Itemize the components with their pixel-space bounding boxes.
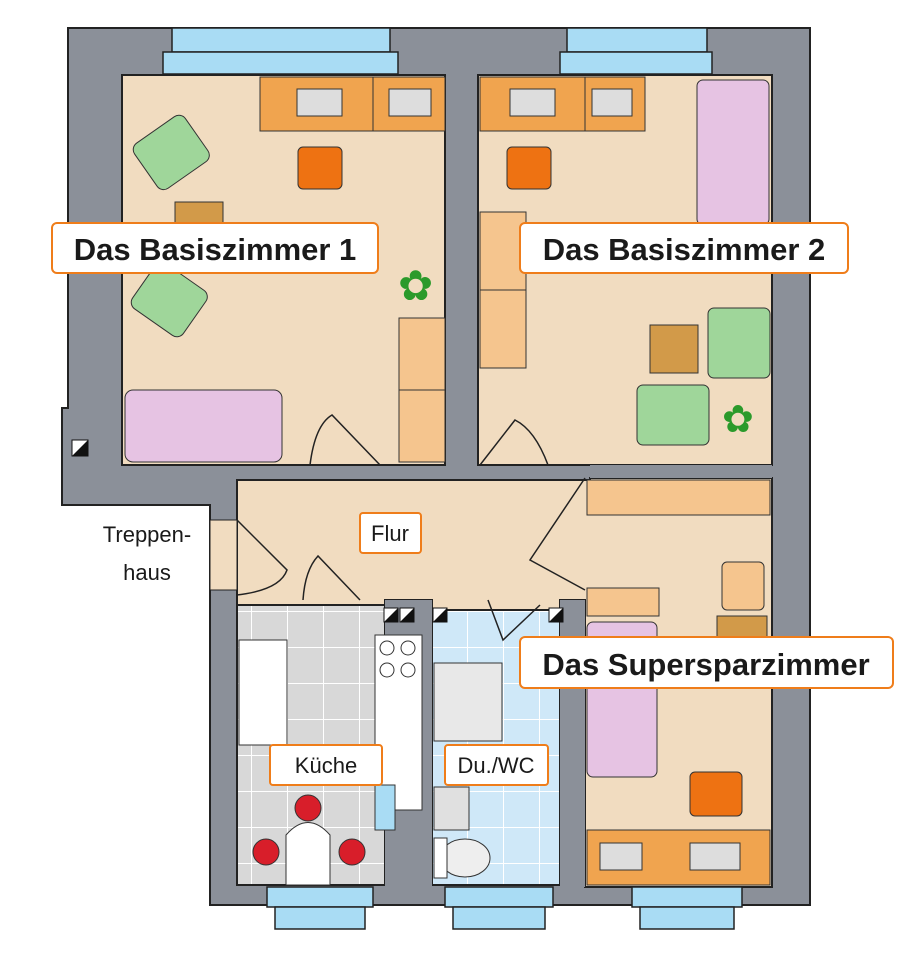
plant-icon: ✿ — [398, 264, 433, 310]
hall-divider-wall — [590, 465, 772, 478]
bathroom-fixtures — [433, 662, 503, 879]
room-2-furniture — [479, 76, 771, 446]
door-swings — [236, 414, 586, 642]
plant-icon: ✿ — [722, 399, 754, 441]
vent-icons — [71, 439, 564, 623]
room-2-name: Das Basiszimmer 2 — [543, 232, 826, 267]
label-room-1: Das Basiszimmer 1 — [51, 222, 379, 274]
label-bathroom: Du./WC — [444, 744, 549, 786]
kitchen-furniture — [238, 634, 423, 886]
stairs-label-line-2: haus — [123, 560, 171, 585]
entrance-door[interactable] — [209, 519, 238, 591]
room-1-name: Das Basiszimmer 1 — [74, 232, 357, 267]
room-1-furniture — [124, 76, 446, 463]
label-hall: Flur — [359, 512, 422, 554]
label-room-3: Das Supersparzimmer — [519, 636, 894, 689]
room-3-name: Das Supersparzimmer — [542, 647, 869, 682]
label-kitchen: Küche — [269, 744, 383, 786]
kitchen-name: Küche — [295, 753, 357, 778]
stairs-label-line-1: Treppen- — [103, 522, 191, 547]
bathroom-name: Du./WC — [458, 753, 535, 778]
label-room-2: Das Basiszimmer 2 — [519, 222, 849, 274]
hall-name: Flur — [371, 521, 409, 546]
windows — [162, 27, 743, 930]
